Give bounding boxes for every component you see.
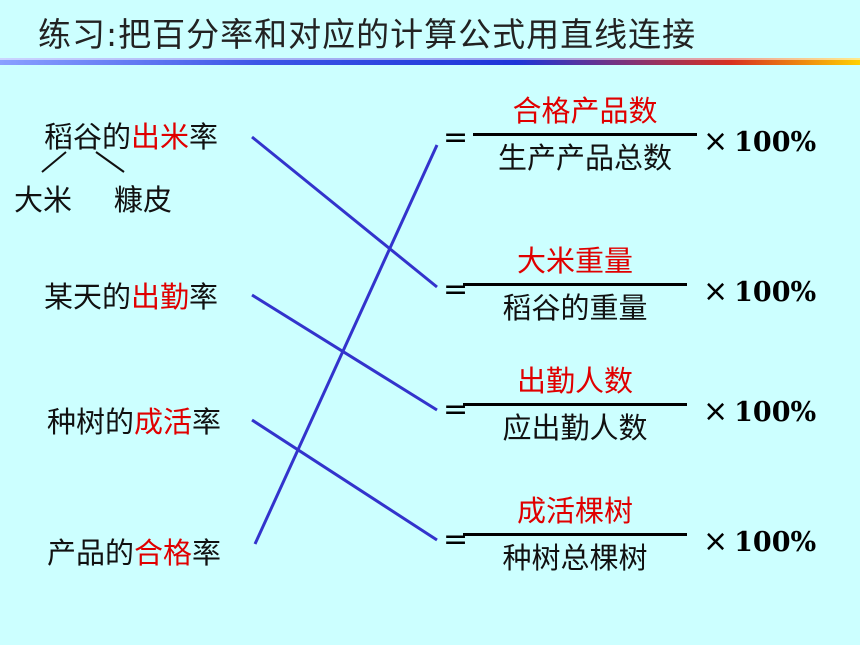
denominator-2: 稻谷的重量 bbox=[502, 291, 648, 325]
left-item-3: 种树的成活率 bbox=[47, 399, 221, 441]
percent-4: 100% bbox=[734, 527, 817, 558]
left-item-3-highlight: 成活 bbox=[134, 405, 193, 439]
denominator-3: 应出勤人数 bbox=[502, 411, 648, 445]
left-item-1-highlight: 出米 bbox=[131, 120, 190, 154]
fraction-bar-1 bbox=[473, 133, 697, 136]
left-item-2-highlight: 出勤 bbox=[131, 280, 190, 314]
left-item-1-pre: 稻谷的 bbox=[44, 120, 132, 154]
denominator-1: 生产产品总数 bbox=[497, 141, 672, 175]
left-item-4: 产品的合格率 bbox=[47, 530, 221, 572]
fraction-bar-3 bbox=[463, 403, 687, 406]
numerator-2: 大米重量 bbox=[516, 244, 633, 278]
numerator-1: 合格产品数 bbox=[512, 94, 658, 128]
fraction-1: 合格产品数 生产产品总数 bbox=[465, 92, 705, 177]
left-item-3-pre: 种树的 bbox=[47, 405, 135, 439]
connector-line-4 bbox=[253, 144, 439, 545]
left-item-4-highlight: 合格 bbox=[134, 536, 193, 570]
times-sign-2: × bbox=[703, 274, 729, 309]
denominator-4: 种树总棵树 bbox=[502, 541, 648, 575]
branch-label-right: 糠皮 bbox=[114, 183, 173, 217]
percent-2: 100% bbox=[734, 277, 817, 308]
connector-line-2 bbox=[251, 293, 438, 412]
left-item-1: 稻谷的出米率 bbox=[44, 114, 218, 156]
percent-1: 100% bbox=[734, 127, 817, 158]
times-sign-1: × bbox=[703, 124, 729, 159]
equals-sign-3: = bbox=[443, 392, 469, 427]
connector-line-3 bbox=[251, 418, 438, 542]
fraction-2: 大米重量 稻谷的重量 bbox=[455, 242, 695, 327]
percent-3: 100% bbox=[734, 397, 817, 428]
fraction-4: 成活棵树 种树总棵树 bbox=[455, 492, 695, 577]
left-item-2: 某天的出勤率 bbox=[44, 274, 218, 316]
multiplier-2: ×100% bbox=[703, 274, 816, 309]
left-item-4-post: 率 bbox=[192, 536, 222, 570]
equals-sign-1: = bbox=[443, 120, 469, 155]
left-item-2-pre: 某天的 bbox=[44, 280, 132, 314]
fraction-bar-2 bbox=[463, 283, 687, 286]
left-item-1-post: 率 bbox=[189, 120, 219, 154]
fraction-bar-4 bbox=[463, 533, 687, 536]
fraction-3: 出勤人数 应出勤人数 bbox=[455, 362, 695, 447]
times-sign-4: × bbox=[703, 524, 729, 559]
left-item-4-pre: 产品的 bbox=[47, 536, 135, 570]
left-item-3-post: 率 bbox=[192, 405, 222, 439]
numerator-4: 成活棵树 bbox=[516, 494, 633, 528]
connector-line-1 bbox=[251, 135, 438, 289]
equals-sign-4: = bbox=[443, 522, 469, 557]
numerator-3: 出勤人数 bbox=[516, 364, 633, 398]
equals-sign-2: = bbox=[443, 272, 469, 307]
multiplier-4: ×100% bbox=[703, 524, 816, 559]
times-sign-3: × bbox=[703, 394, 729, 429]
branch-label-left: 大米 bbox=[14, 183, 73, 217]
page-title: 练习:把百分率和对应的计算公式用直线连接 bbox=[38, 15, 697, 54]
title-divider bbox=[0, 58, 860, 65]
multiplier-1: ×100% bbox=[703, 124, 816, 159]
branch-line-right bbox=[95, 151, 125, 173]
multiplier-3: ×100% bbox=[703, 394, 816, 429]
branch-line-left bbox=[41, 151, 67, 173]
left-item-2-post: 率 bbox=[189, 280, 219, 314]
